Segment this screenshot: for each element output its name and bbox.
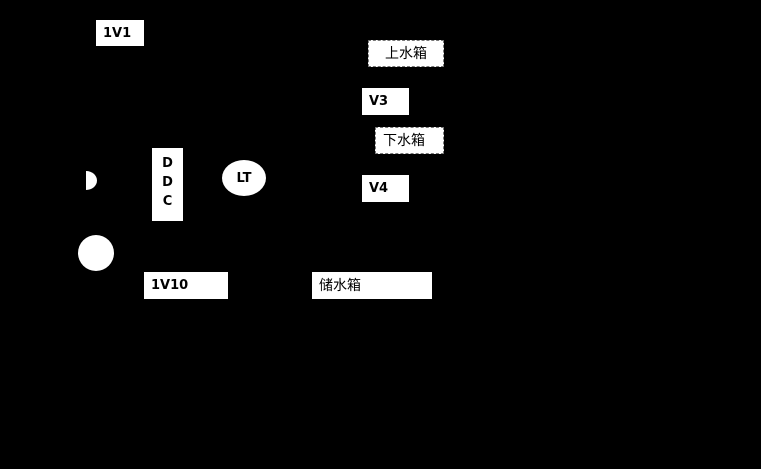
- semicircle-symbol: [86, 171, 97, 190]
- valve-1v1-box: 1V1: [96, 20, 144, 46]
- valve-1v10-box: 1V10: [144, 272, 228, 299]
- valve-v3-box: V3: [362, 88, 409, 115]
- level-transmitter-ellipse: LT: [222, 160, 266, 196]
- lower-water-tank-box: 下水箱: [375, 127, 444, 154]
- valve-v4-box: V4: [362, 175, 409, 202]
- upper-water-tank-box: 上水箱: [368, 40, 444, 67]
- pump-circle: [78, 235, 114, 271]
- storage-water-tank-box: 储水箱: [312, 272, 432, 299]
- ddc-controller-box: DDC: [152, 148, 183, 221]
